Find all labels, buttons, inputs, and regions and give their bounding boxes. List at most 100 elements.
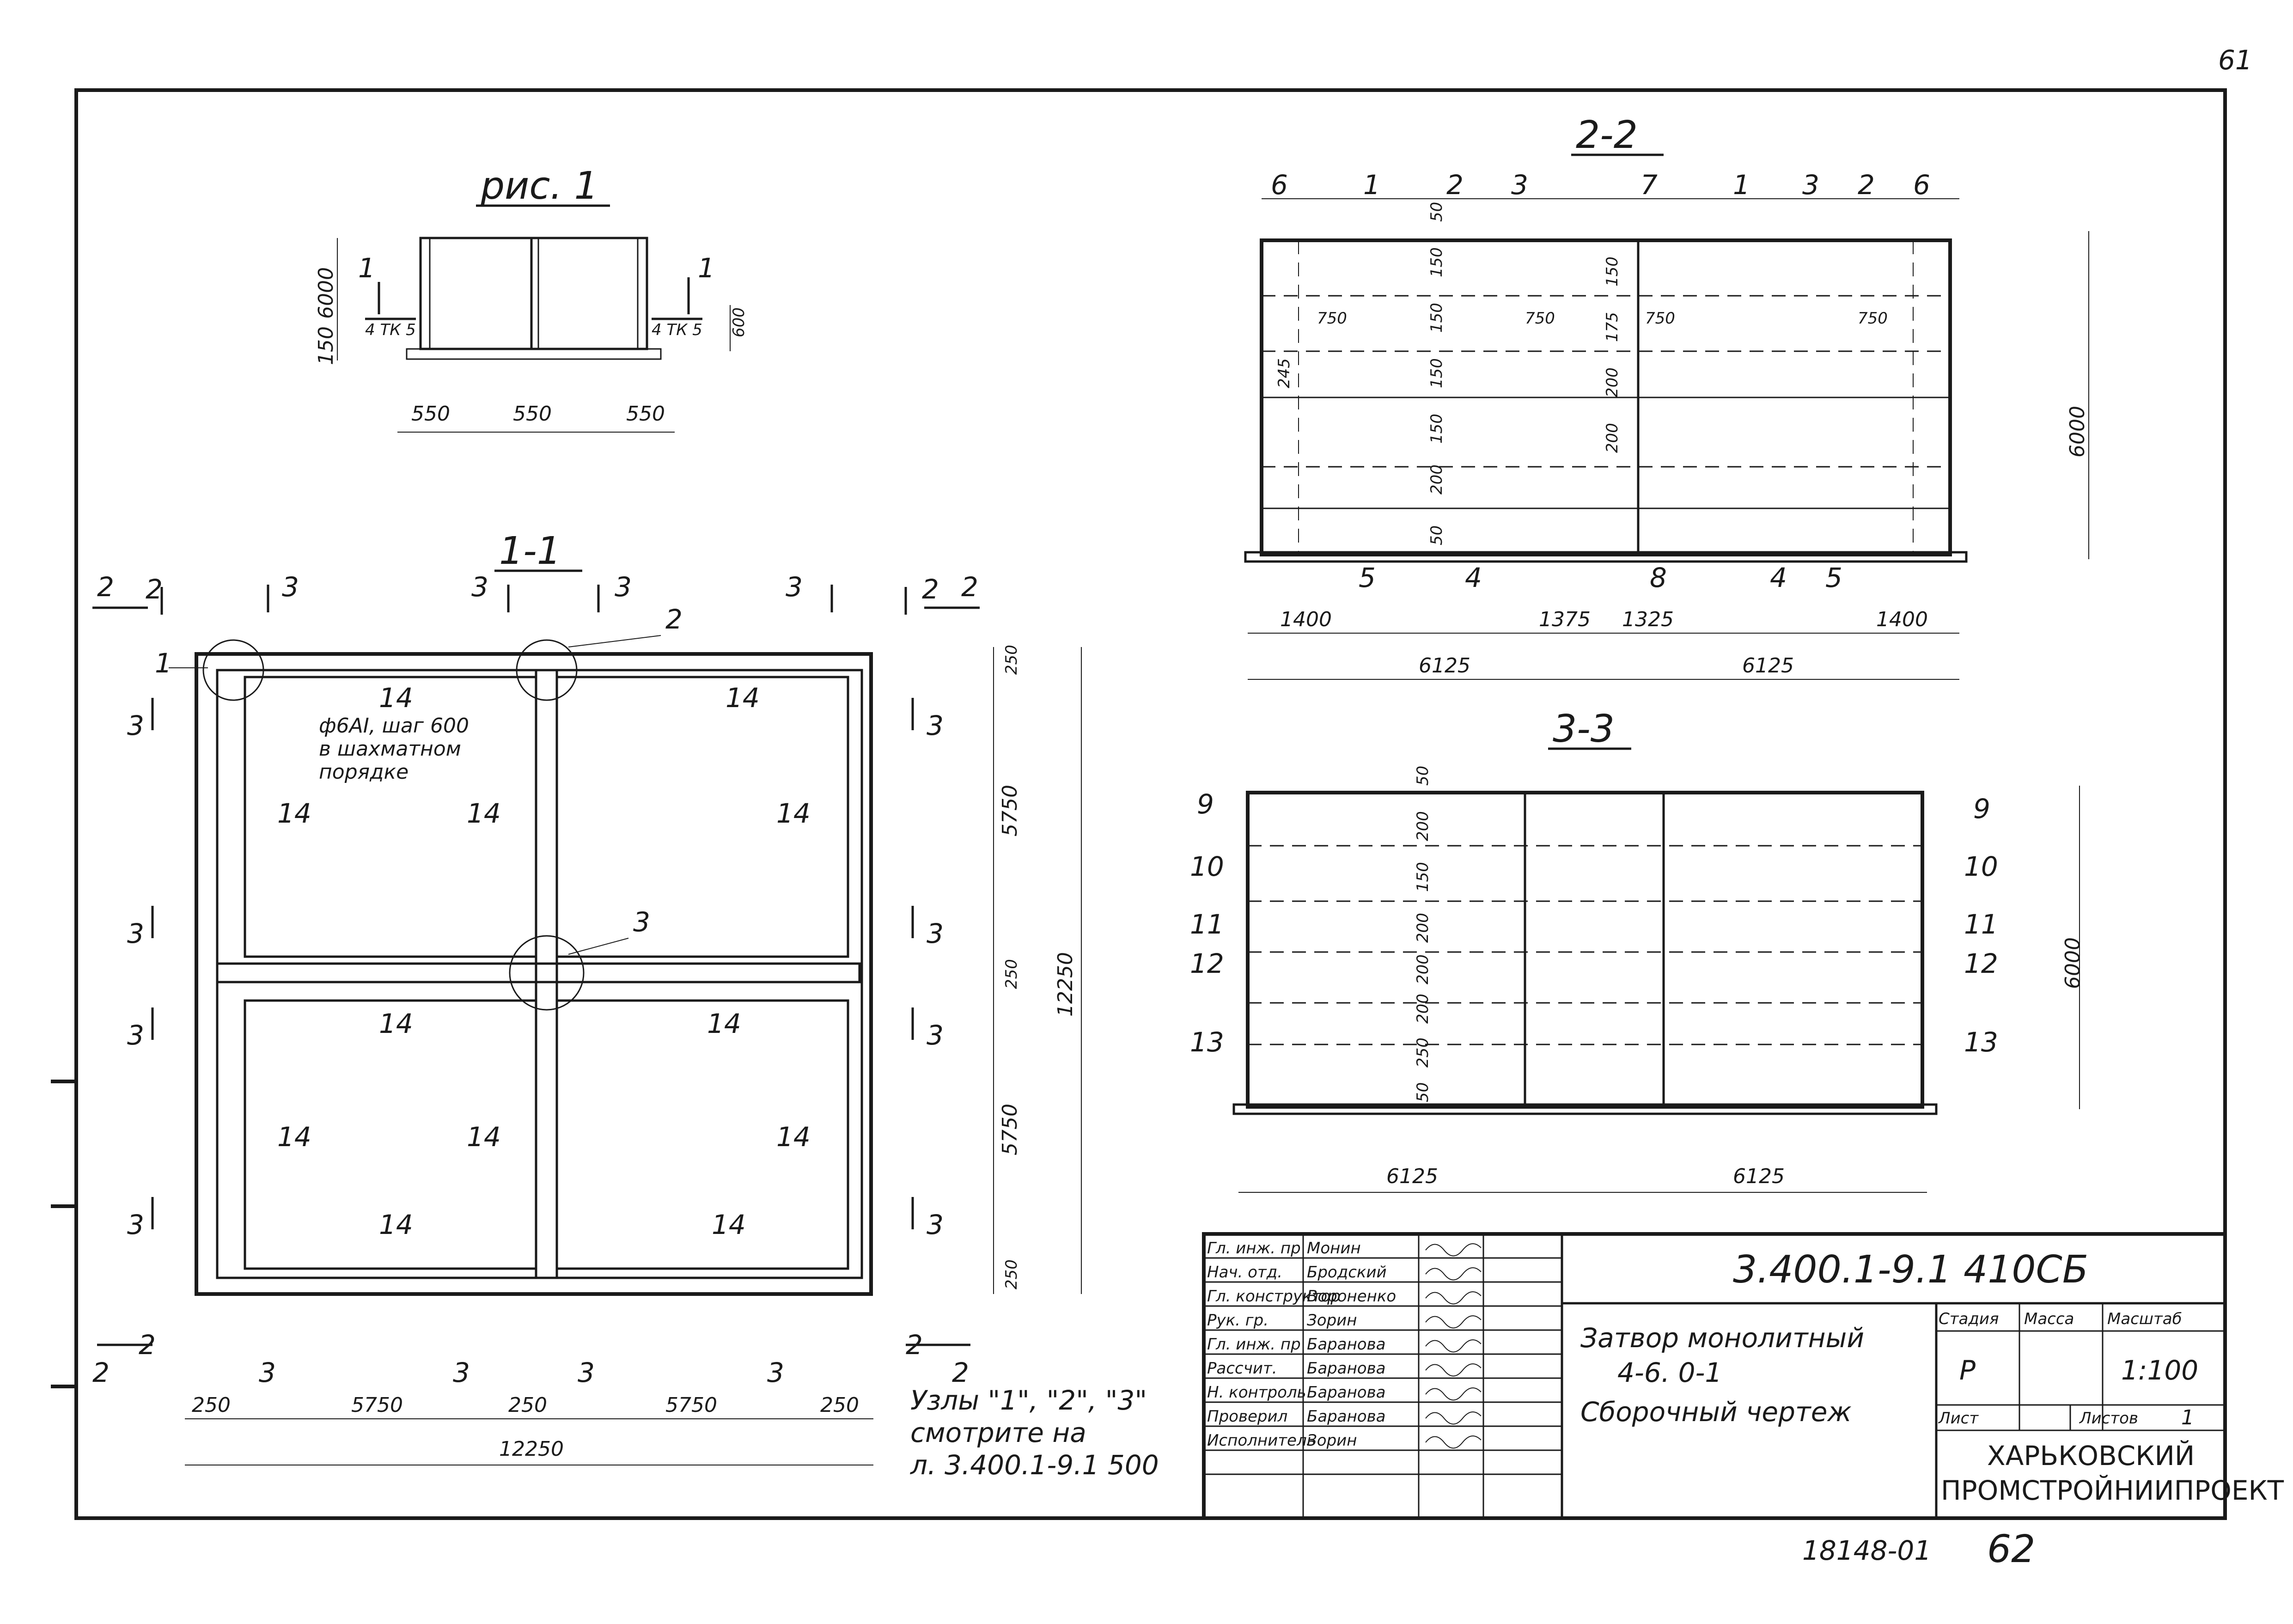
pos-label: 6: [1913, 169, 1930, 201]
dim-vert: 150: [1427, 358, 1446, 388]
dim-vert: 200: [1427, 464, 1446, 495]
pos-label: 9: [1197, 788, 1214, 820]
doc-title: Сборочный чертеж: [1580, 1396, 1852, 1428]
section-3-3: 3-3 9 10 11 12 13 9 10 11 12 13 50 200 1…: [1190, 707, 2085, 1193]
leader: [568, 938, 629, 955]
plan-outer: [195, 652, 873, 1296]
cut-label: 3: [127, 918, 144, 949]
signature: [1425, 1315, 1482, 1329]
elevation-base: [1244, 551, 1968, 563]
fig1-dim: 550: [513, 402, 552, 426]
tb-role: Гл. инж. пр: [1207, 1335, 1301, 1354]
dim-right: 5750: [998, 785, 1022, 836]
dim-total-bottom: 12250: [499, 1437, 564, 1461]
cut-label: 2: [92, 1357, 110, 1388]
dim-base: 150: [314, 326, 338, 365]
pos-label: 2: [1858, 169, 1875, 201]
dim-vert: 150: [1427, 414, 1446, 444]
figure-1: рис. 1 1 4 ТК 5 1 4 ТК 5 6000 150 600 55…: [314, 164, 748, 433]
callout-2: 2: [665, 604, 683, 635]
signature: [1425, 1387, 1482, 1401]
dim-bottom: 1400: [1280, 608, 1332, 631]
title-block-frame: [1202, 1232, 2227, 1520]
fig1-outline: [419, 237, 648, 350]
tb-col-header: Стадия: [1939, 1310, 1999, 1328]
pos-label: 8: [1650, 562, 1667, 593]
pos-label: 11: [1190, 909, 1224, 940]
dim-total: 6125: [1733, 1165, 1785, 1188]
dim-vert: 150: [1414, 862, 1432, 892]
label-14: 14: [776, 1121, 811, 1153]
pos-label: 13: [1964, 1026, 1998, 1058]
fig1-dim: 550: [626, 402, 665, 426]
plan-wall-inner: [216, 669, 863, 1279]
dim-height: 6000: [314, 267, 338, 319]
signature: [1425, 1435, 1482, 1449]
label-14: 14: [776, 798, 811, 829]
doc-code: 3.400.1-9.1 410СБ: [1733, 1248, 2088, 1292]
dim-bottom: 250: [508, 1393, 547, 1417]
cut-label: 2: [961, 571, 978, 603]
dim-vert: 200: [1414, 954, 1432, 984]
doc-title: Затвор монолитный: [1580, 1322, 1864, 1354]
label-14: 14: [712, 1209, 746, 1240]
tb-role: Нач. отд.: [1207, 1263, 1282, 1282]
nodes-note: Узлы "1", "2", "3": [910, 1385, 1147, 1416]
dim-total: 6125: [1419, 654, 1470, 678]
fig1-base: [406, 348, 662, 360]
cut-label: 1: [698, 252, 715, 284]
tb-name: Баранова: [1307, 1359, 1385, 1378]
dim-vert: 175: [1603, 312, 1622, 342]
pos-label: 1: [1733, 169, 1750, 201]
dim-bottom: 250: [192, 1393, 231, 1417]
pos-label: 11: [1964, 909, 1998, 940]
dim-height: 6000: [2066, 406, 2089, 458]
dim-right: 250: [1002, 1259, 1021, 1289]
section-1-1: 1-1 1 2 3 2 2 2 2 3 3 3 3 3: [92, 529, 1159, 1481]
cut-label: 3: [453, 1357, 470, 1388]
rebar-note: порядке: [319, 760, 409, 784]
cut-label: 3: [786, 571, 803, 603]
tb-name: Баранова: [1307, 1335, 1385, 1354]
tb-scale: 1:100: [2121, 1355, 2198, 1386]
pos-label: 3: [1802, 169, 1819, 201]
tb-sheets-count: 1: [2181, 1406, 2194, 1429]
signature: [1425, 1363, 1482, 1377]
tb-col-header: Масса: [2024, 1310, 2074, 1328]
dim-bottom: 1375: [1539, 608, 1591, 631]
pos-label: 5: [1359, 562, 1376, 593]
dim-vert: 150: [1603, 256, 1622, 287]
pos-label: 12: [1190, 948, 1224, 979]
pos-label: 6: [1271, 169, 1288, 201]
cut-label: 3: [927, 710, 944, 741]
dim-right: 250: [1002, 645, 1021, 675]
dim-left-vert: 245: [1275, 358, 1293, 388]
tb-role: Гл. конструктор: [1207, 1287, 1341, 1306]
cut-note: 4 ТК 5: [365, 321, 416, 339]
tb-name: Монин: [1307, 1239, 1361, 1258]
tb-name: Бродский: [1307, 1263, 1387, 1282]
dim-bottom: 250: [820, 1393, 859, 1417]
dim-vert: 250: [1414, 1038, 1432, 1068]
nodes-note: л. 3.400.1-9.1 500: [910, 1449, 1159, 1481]
label-14: 14: [379, 682, 413, 714]
dim-bottom: 1325: [1622, 608, 1674, 631]
plan-beam: [216, 962, 861, 983]
dim-total-right: 12250: [1054, 952, 1077, 1017]
tb-role: Гл. инж. пр: [1207, 1239, 1301, 1258]
cut-label: 1: [358, 252, 375, 284]
signature: [1425, 1291, 1482, 1305]
elevation-outline: [1246, 791, 1924, 1109]
org-name: ХАРЬКОВСКИЙ: [1987, 1440, 2195, 1471]
callout-3: 3: [633, 906, 650, 938]
label-14: 14: [379, 1008, 413, 1039]
pos-label: 7: [1640, 169, 1658, 201]
page-number: 61: [2218, 44, 2252, 76]
node-circle-3: [509, 935, 585, 1011]
dim-vert: 200: [1414, 811, 1432, 841]
cut-label: 3: [767, 1357, 784, 1388]
label-14: 14: [277, 798, 311, 829]
dim-vert: 50: [1414, 1082, 1432, 1102]
